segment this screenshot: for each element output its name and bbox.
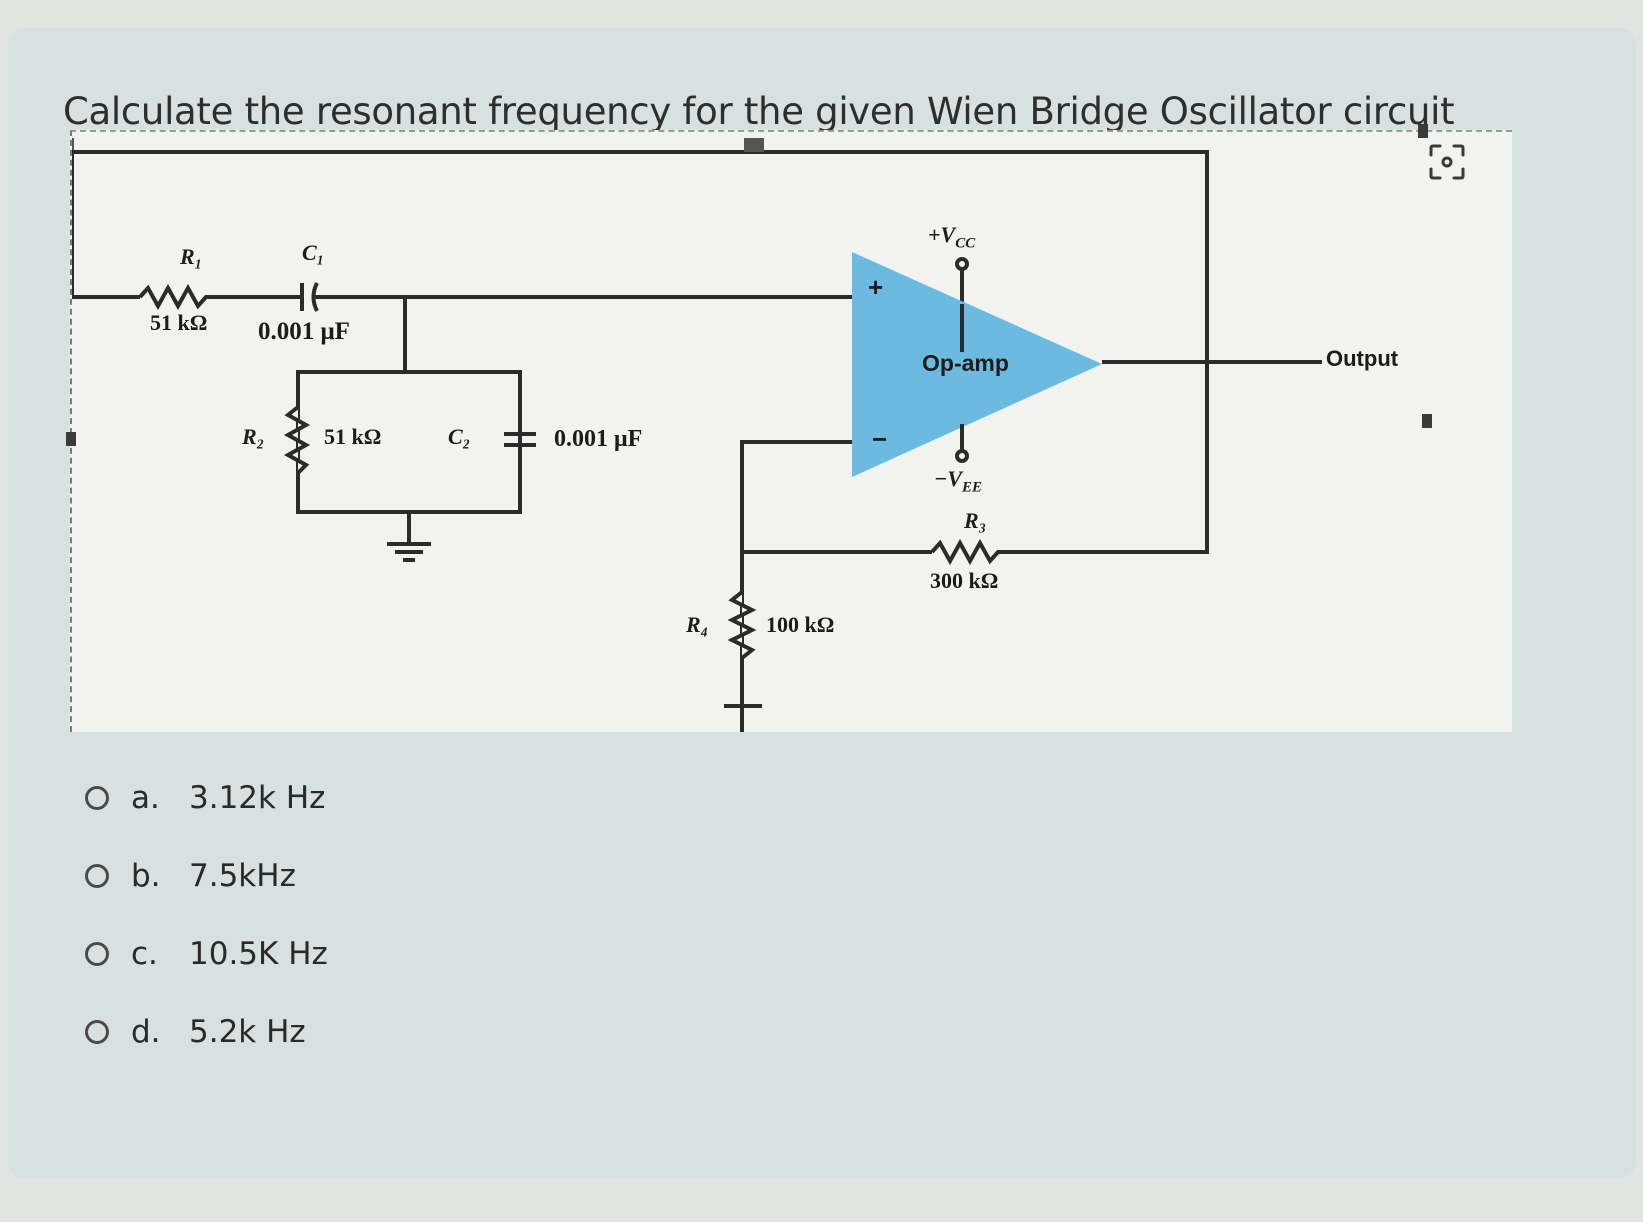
r2-resistor [283, 405, 311, 475]
option-b-letter: b. [131, 858, 161, 894]
option-c[interactable]: c. 10.5K Hz [85, 936, 328, 972]
opamp-label: Op-amp [922, 350, 1009, 376]
question-text: Calculate the resonant frequency for the… [63, 90, 1455, 133]
option-c-text: 10.5K Hz [189, 936, 328, 972]
vcc-label: +VCC [928, 222, 976, 252]
image-scan-icon [1429, 144, 1465, 180]
c2-value: 0.001 μF [554, 426, 643, 452]
r2-label: R₂ [242, 424, 265, 449]
left-resize-handle[interactable] [66, 432, 76, 446]
circuit-diagram [72, 138, 1322, 732]
option-b-text: 7.5kHz [189, 858, 296, 894]
c1-value: 0.001 μF [258, 318, 350, 345]
image-scan-button[interactable] [1427, 142, 1477, 192]
output-label: Output [1326, 346, 1399, 371]
r2-value: 51 kΩ [324, 424, 382, 449]
c2-label: C₂ [448, 424, 471, 449]
r3-value: 300 kΩ [930, 568, 999, 593]
opamp-minus-sign: − [872, 424, 888, 454]
option-b[interactable]: b. 7.5kHz [85, 858, 296, 894]
r3-label: R₃ [964, 508, 987, 533]
feedback-wire [72, 150, 1209, 554]
r4-label: R₄ [686, 612, 709, 637]
r4-value: 100 kΩ [766, 612, 835, 637]
circuit-figure: R₁ 51 kΩ C₁ 0.001 μF R₂ 51 kΩ C₂ 0.001 μ… [70, 130, 1512, 732]
radio-a[interactable] [85, 786, 109, 810]
radio-c[interactable] [85, 942, 109, 966]
r4-resistor [727, 590, 757, 660]
r1-value: 51 kΩ [150, 310, 208, 335]
opamp-triangle [852, 252, 1102, 477]
top-marker [744, 138, 764, 152]
top-right-resize-handle[interactable] [1418, 124, 1428, 138]
option-c-letter: c. [131, 936, 158, 972]
corner-marker [72, 138, 74, 150]
radio-b[interactable] [85, 864, 109, 888]
option-a-text: 3.12k Hz [189, 780, 326, 816]
vee-label: −VEE [934, 466, 983, 496]
r1-label: R₁ [180, 244, 203, 269]
option-d-text: 5.2k Hz [189, 1014, 306, 1050]
option-d[interactable]: d. 5.2k Hz [85, 1014, 306, 1050]
right-resize-handle[interactable] [1422, 414, 1432, 428]
option-a[interactable]: a. 3.12k Hz [85, 780, 325, 816]
c1-label: C₁ [302, 240, 325, 265]
r1-resistor [138, 283, 237, 311]
option-d-letter: d. [131, 1014, 161, 1050]
opamp-plus-sign: + [868, 272, 884, 302]
option-a-letter: a. [131, 780, 160, 816]
r3-resistor [930, 538, 1102, 566]
radio-d[interactable] [85, 1020, 109, 1044]
